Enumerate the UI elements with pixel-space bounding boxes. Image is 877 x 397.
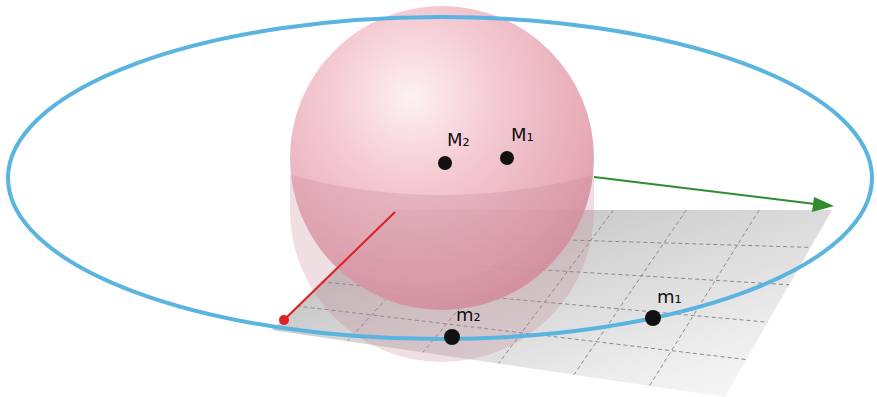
orbit-ellipse bbox=[8, 17, 872, 339]
mass-label: M₂ bbox=[447, 131, 470, 149]
radius-point bbox=[279, 315, 289, 325]
mass-point bbox=[438, 156, 452, 170]
axis-arrowhead bbox=[812, 197, 834, 212]
orbit-point-label: m₂ bbox=[456, 306, 481, 324]
orbit-point bbox=[444, 329, 460, 345]
mass-point bbox=[500, 151, 514, 165]
radius-line bbox=[285, 212, 395, 319]
orbit-point bbox=[645, 310, 661, 326]
axis-line bbox=[594, 177, 815, 204]
mass-label: M₁ bbox=[511, 126, 534, 144]
orbit-point-label: m₁ bbox=[657, 288, 682, 306]
